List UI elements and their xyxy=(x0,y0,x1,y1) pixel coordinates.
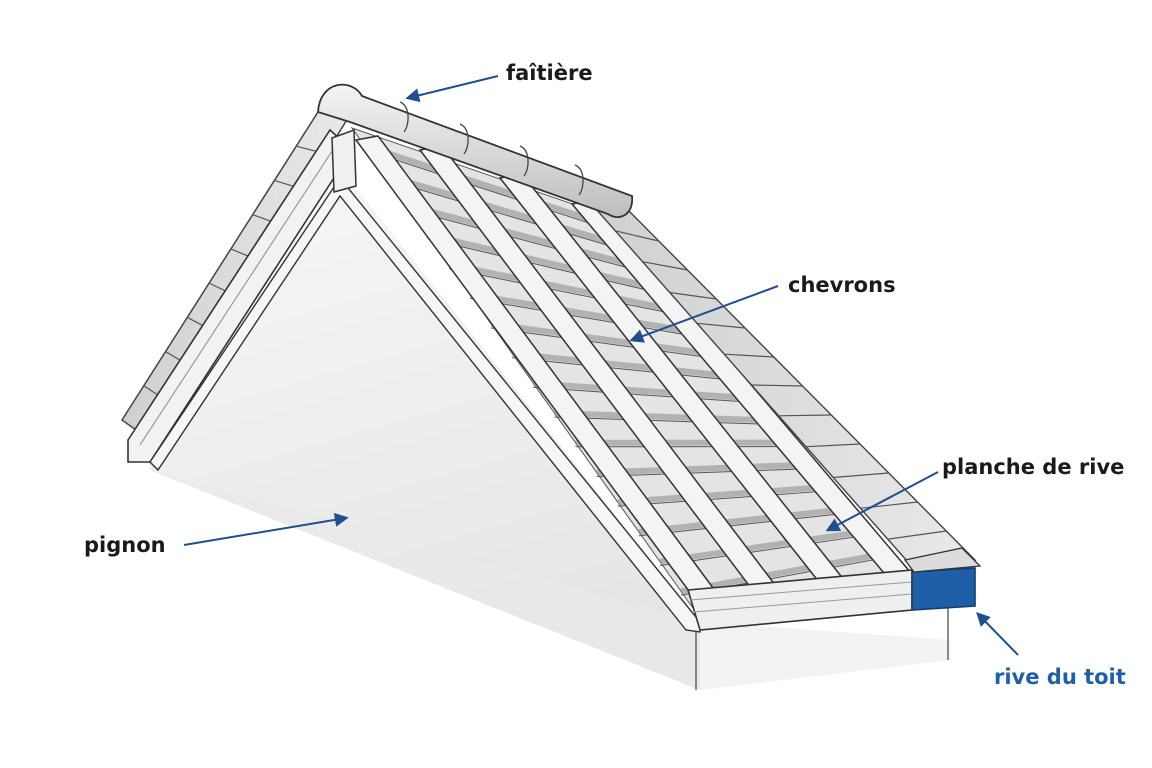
gable-truss-board xyxy=(149,176,701,633)
batten-edge xyxy=(533,386,757,404)
batten-edge xyxy=(554,416,777,426)
battens xyxy=(363,142,894,596)
right-tile-lines xyxy=(615,230,947,540)
batten-edge xyxy=(491,327,719,360)
tile-course xyxy=(778,414,832,417)
batten-edge xyxy=(617,489,835,507)
ridge-segment xyxy=(459,123,469,155)
batten-edge xyxy=(596,467,815,477)
label-fascia: planche de rive xyxy=(942,455,1124,479)
batten xyxy=(638,505,855,535)
batten-edge xyxy=(406,208,641,272)
gable-wall xyxy=(150,170,700,690)
batten xyxy=(533,380,757,402)
batten xyxy=(363,142,603,227)
ridge-segment xyxy=(399,101,409,133)
label-gable: pignon xyxy=(84,533,166,557)
batten-edge xyxy=(385,179,622,250)
batten-edge xyxy=(427,238,660,294)
verge-grain xyxy=(139,141,339,446)
tile-course xyxy=(642,261,688,271)
arrow-gable xyxy=(183,512,349,546)
arrow-rafters xyxy=(629,285,779,343)
eave-grain xyxy=(689,581,913,601)
batten xyxy=(680,549,894,595)
batten-edge xyxy=(659,533,874,567)
tile-course xyxy=(805,443,861,448)
batten-edge xyxy=(638,511,854,537)
batten-edge xyxy=(448,268,680,316)
arrow-ridge xyxy=(405,75,499,103)
label-ridge: faîtière xyxy=(506,61,593,85)
batten xyxy=(659,527,874,565)
ridge-segment xyxy=(519,145,529,177)
ridge-post xyxy=(331,128,357,193)
ridge-cap xyxy=(317,83,633,218)
tile-course xyxy=(696,322,746,329)
ridge-segment xyxy=(574,164,584,196)
eave-end-top xyxy=(903,547,982,573)
batten xyxy=(448,261,680,314)
verge-board xyxy=(127,128,354,463)
batten xyxy=(469,291,700,336)
arrow-fascia xyxy=(825,471,939,532)
batten xyxy=(617,483,835,506)
batten-edge xyxy=(364,149,602,228)
tile-course xyxy=(669,291,717,300)
tile-course xyxy=(751,384,803,387)
eave-end-highlight xyxy=(911,567,976,611)
batten-edge xyxy=(512,357,738,382)
tile-course xyxy=(724,353,774,358)
batten xyxy=(596,461,816,476)
batten xyxy=(406,202,642,270)
arrow-eave xyxy=(976,611,1019,656)
tile-course xyxy=(887,530,947,540)
batten xyxy=(554,410,777,424)
tile-course xyxy=(833,472,889,479)
ridge-segments xyxy=(399,101,584,196)
label-rafters: chevrons xyxy=(788,273,896,297)
batten xyxy=(490,321,719,358)
batten xyxy=(427,231,661,292)
eave-grain-2 xyxy=(693,593,913,613)
tile-course xyxy=(615,230,659,242)
label-eave: rive du toit xyxy=(994,665,1126,689)
batten xyxy=(511,350,738,380)
gable-wall-shadow xyxy=(150,470,950,690)
rafters xyxy=(354,135,919,625)
batten xyxy=(384,172,622,248)
